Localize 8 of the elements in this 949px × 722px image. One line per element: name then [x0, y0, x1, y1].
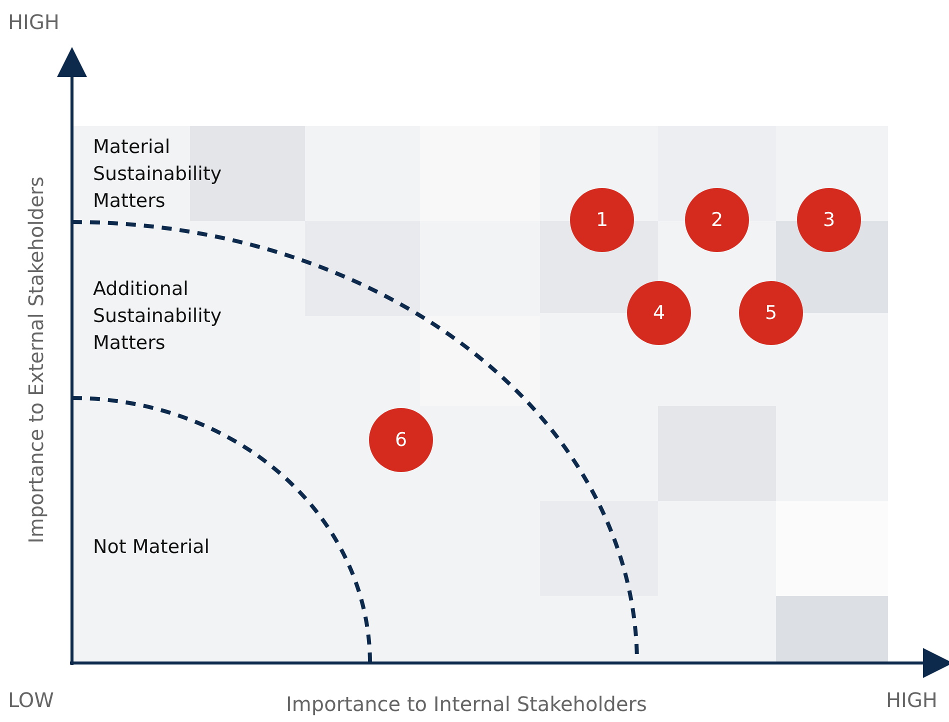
axis-end-label: HIGH	[8, 10, 60, 34]
zone-label: Not Material	[93, 535, 210, 560]
zone-label: Additional Sustainability Matters	[93, 277, 223, 356]
axis-title: Importance to External Stakeholders	[24, 176, 48, 544]
axis-end-label: LOW	[8, 688, 54, 712]
axis-title: Importance to Internal Stakeholders	[286, 692, 647, 716]
axis-end-label: HIGH	[886, 688, 938, 712]
zone-label: Material Sustainability Matters	[93, 135, 223, 214]
